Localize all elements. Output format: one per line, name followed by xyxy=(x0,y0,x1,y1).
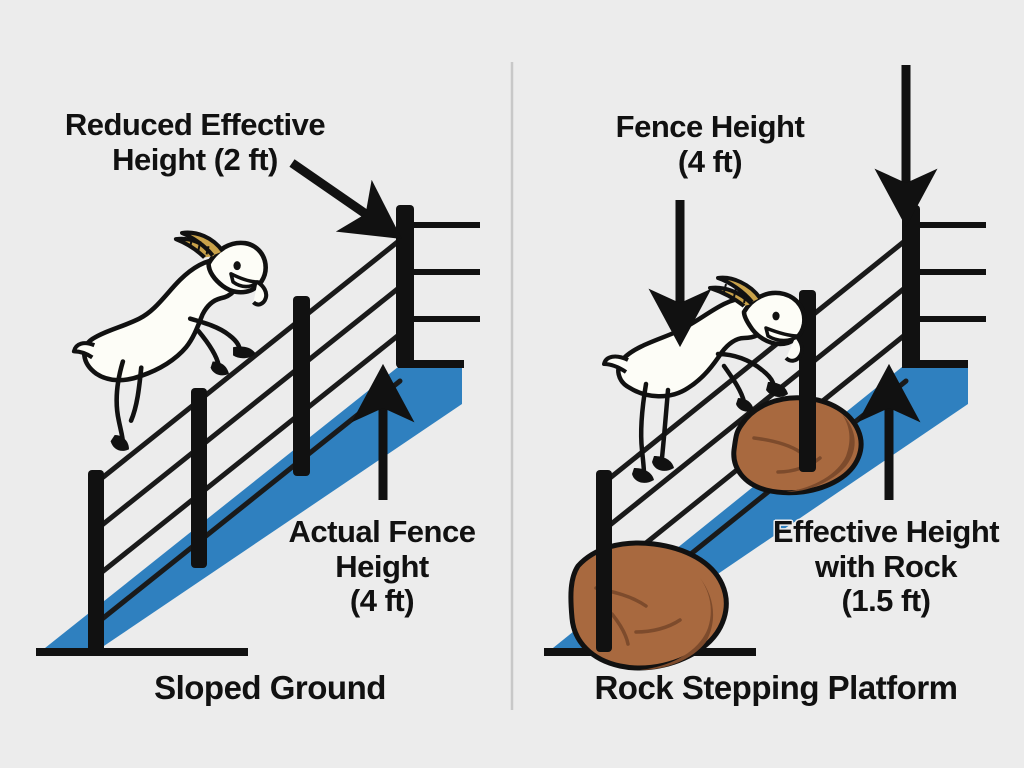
rock-lower-shape xyxy=(568,540,729,671)
sloped-ground-left xyxy=(36,360,464,656)
goat-ear xyxy=(229,272,260,289)
ground-baseline-left xyxy=(36,648,248,656)
wire-h-left-1 xyxy=(410,222,480,228)
label-actual-fence-height: Actual Fence Height (4 ft) xyxy=(288,514,476,619)
wire-left-4 xyxy=(89,378,403,630)
goat-beard xyxy=(251,280,269,307)
label-reduced-effective-height: Reduced Effective Height (2 ft) xyxy=(64,107,326,177)
goat-ear xyxy=(764,326,800,343)
goat-hoof-2 xyxy=(210,361,229,376)
goat-hind-leg-2 xyxy=(659,387,671,461)
goat-hoof-4 xyxy=(652,456,674,471)
ground-topline-left xyxy=(398,360,464,368)
rock-upper-shade xyxy=(786,414,855,492)
wire-left-3 xyxy=(89,331,403,583)
goat-hoof-1 xyxy=(766,382,788,397)
fence-post-right-2 xyxy=(799,290,816,472)
fence-wires-horizontal-left xyxy=(410,222,480,322)
wire-h-left-3 xyxy=(410,316,480,322)
ground-topline-right xyxy=(902,360,968,368)
label-effective-height-with-rock: Effective Height with Rock (1.5 ft) xyxy=(772,514,1000,619)
wire-left-1 xyxy=(89,237,403,489)
fence-post-right-1 xyxy=(596,470,612,652)
fence-wires-horizontal-right xyxy=(916,222,986,322)
fence-post-right-3 xyxy=(902,205,920,368)
goat-hoof-2 xyxy=(736,398,754,412)
fence-post-left-1 xyxy=(88,470,104,652)
label-fence-height: Fence Height (4 ft) xyxy=(615,109,805,179)
goat-horn-ridges xyxy=(189,237,210,255)
goat-beard xyxy=(784,334,805,363)
ground-slope-fill-left xyxy=(40,367,462,652)
goat-horn-ridges xyxy=(723,283,747,304)
goat-eye xyxy=(233,261,241,271)
goat-eye xyxy=(772,311,780,321)
goat-tail xyxy=(602,354,629,374)
arrow-reduced-effective-height xyxy=(289,159,402,239)
fence-post-left-4 xyxy=(396,205,414,368)
fence-post-left-3 xyxy=(293,296,310,476)
fence-wires-left xyxy=(89,237,403,630)
goat-hind-leg-2 xyxy=(128,365,144,423)
left-panel xyxy=(36,159,480,656)
goat-jumping-left xyxy=(71,230,269,451)
wire-h-right-2 xyxy=(916,269,986,275)
goat-hoof-1 xyxy=(233,346,256,359)
caption-rock-stepping-platform: Rock Stepping Platform xyxy=(594,669,958,706)
fence-posts-left xyxy=(88,205,414,652)
fence-post-left-2 xyxy=(191,388,207,568)
wire-h-right-1 xyxy=(916,222,986,228)
caption-sloped-ground: Sloped Ground xyxy=(154,669,386,706)
goat-front-leg-2 xyxy=(196,328,222,368)
goat-horn-2 xyxy=(716,275,762,304)
rock-lower-shade xyxy=(640,578,714,670)
fence-posts-right xyxy=(596,205,920,652)
wire-h-right-3 xyxy=(916,316,986,322)
goat-tail xyxy=(71,341,96,360)
goat-horn-1 xyxy=(708,285,754,308)
goat-hoof-3 xyxy=(110,434,129,451)
goat-hind-leg-1 xyxy=(114,359,126,446)
wire-h-left-2 xyxy=(410,269,480,275)
goat-hoof-3 xyxy=(632,468,654,483)
rock-upper-shape xyxy=(731,395,864,496)
right-panel xyxy=(544,65,986,671)
goat-hind-leg-1 xyxy=(638,381,649,477)
goat-horn-2 xyxy=(179,230,225,257)
rock-upper-right xyxy=(731,395,864,496)
wire-left-2 xyxy=(89,284,403,536)
